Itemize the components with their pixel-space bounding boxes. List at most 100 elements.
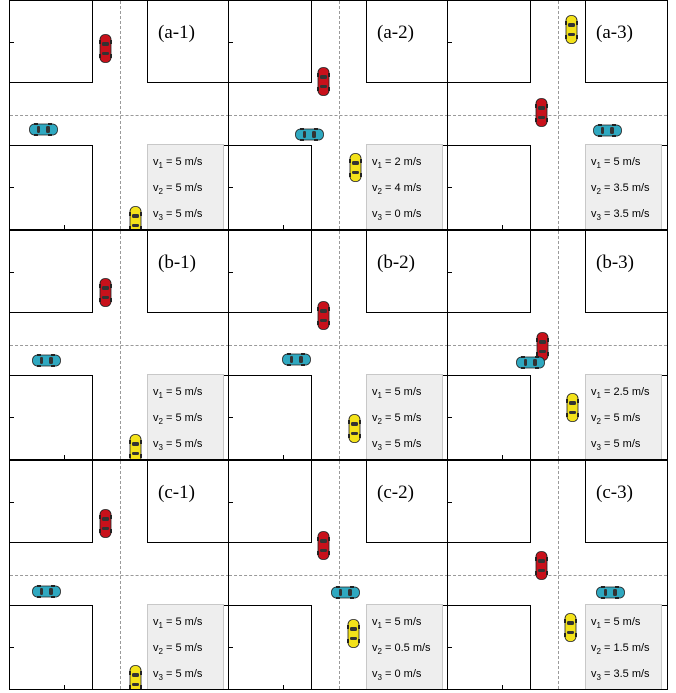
speed-value: = 0.5 m/s <box>382 642 431 654</box>
panel-label: (b-2) <box>375 252 417 274</box>
speed-entry: v2 = 4 m/s <box>372 175 442 201</box>
speed-entry: v3 = 5 m/s <box>153 431 223 457</box>
speed-legend: v1 = 2 m/sv2 = 4 m/sv3 = 0 m/s <box>366 144 443 229</box>
axis-tick <box>64 685 65 689</box>
building-block <box>229 231 312 313</box>
panel-label: (c-3) <box>594 482 635 504</box>
speed-entry: v1 = 5 m/s <box>591 149 661 175</box>
building-block <box>229 605 312 689</box>
red-car <box>99 278 112 307</box>
speed-entry: v1 = 2 m/s <box>372 149 442 175</box>
yellow-car <box>566 393 579 422</box>
lane-centerline-horizontal <box>229 115 448 116</box>
building-block <box>229 1 312 83</box>
axis-tick <box>229 502 233 503</box>
speed-entry: v1 = 5 m/s <box>153 379 223 405</box>
axis-tick <box>229 647 233 648</box>
building-block <box>448 461 531 543</box>
building-block <box>448 605 531 689</box>
red-car <box>99 509 112 538</box>
cyan-car <box>32 354 61 367</box>
axis-tick <box>229 417 233 418</box>
speed-value: = 5 m/s <box>382 616 421 628</box>
axis-tick <box>502 455 503 459</box>
red-car <box>317 531 330 560</box>
scenario-panel: (b-3)v1 = 2.5 m/sv2 = 5 m/sv3 = 5 m/s <box>448 231 667 459</box>
lane-centerline-horizontal <box>448 345 667 346</box>
yellow-car <box>565 15 578 44</box>
speed-entry: v2 = 5 m/s <box>153 405 223 431</box>
axis-tick <box>448 647 452 648</box>
building-block <box>448 1 531 83</box>
axis-tick <box>283 455 284 459</box>
yellow-car <box>564 613 577 642</box>
speed-entry: v3 = 5 m/s <box>153 661 223 687</box>
axis-tick <box>283 225 284 229</box>
axis-tick <box>448 187 452 188</box>
cyan-car <box>593 124 622 137</box>
axis-tick <box>64 225 65 229</box>
axis-tick <box>502 685 503 689</box>
speed-entry: v3 = 5 m/s <box>591 431 661 457</box>
building-block <box>10 231 93 313</box>
axis-tick <box>229 42 233 43</box>
speed-entry: v2 = 1.5 m/s <box>591 635 661 661</box>
speed-entry: v3 = 0 m/s <box>372 201 442 227</box>
speed-value: = 5 m/s <box>163 668 202 680</box>
cyan-car <box>596 586 625 599</box>
axis-tick <box>64 455 65 459</box>
building-block <box>229 145 312 229</box>
building-block <box>10 461 93 543</box>
red-car <box>535 551 548 580</box>
building-block <box>448 231 531 313</box>
speed-entry: v2 = 0.5 m/s <box>372 635 442 661</box>
speed-entry: v1 = 5 m/s <box>153 149 223 175</box>
axis-tick <box>448 502 452 503</box>
axis-tick <box>10 502 14 503</box>
speed-value: = 5 m/s <box>382 438 421 450</box>
speed-value: = 5 m/s <box>601 616 640 628</box>
yellow-car <box>129 206 142 230</box>
speed-entry: v2 = 5 m/s <box>372 405 442 431</box>
lane-centerline-horizontal <box>10 345 229 346</box>
lane-centerline-horizontal <box>229 345 448 346</box>
building-block <box>10 1 93 83</box>
speed-legend: v1 = 5 m/sv2 = 5 m/sv3 = 5 m/s <box>366 374 443 459</box>
speed-entry: v2 = 3.5 m/s <box>591 175 661 201</box>
red-car <box>535 98 548 127</box>
speed-value: = 5 m/s <box>601 412 640 424</box>
axis-tick <box>283 685 284 689</box>
speed-entry: v2 = 5 m/s <box>153 635 223 661</box>
cyan-car <box>29 123 58 136</box>
yellow-car <box>129 434 142 460</box>
panel-label: (c-1) <box>156 482 197 504</box>
speed-entry: v1 = 2.5 m/s <box>591 379 661 405</box>
axis-tick <box>448 417 452 418</box>
cyan-car <box>282 353 311 366</box>
building-block <box>10 145 93 229</box>
panel-label: (a-2) <box>375 22 416 44</box>
speed-value: = 5 m/s <box>163 182 202 194</box>
speed-entry: v1 = 5 m/s <box>372 379 442 405</box>
axis-tick <box>10 187 14 188</box>
axis-tick <box>502 225 503 229</box>
speed-value: = 5 m/s <box>163 438 202 450</box>
lane-centerline-horizontal <box>10 575 229 576</box>
speed-entry: v2 = 5 m/s <box>591 405 661 431</box>
lane-centerline-horizontal <box>448 115 667 116</box>
speed-entry: v3 = 0 m/s <box>372 661 442 687</box>
speed-value: = 5 m/s <box>163 616 202 628</box>
axis-tick <box>448 272 452 273</box>
speed-value: = 5 m/s <box>163 156 202 168</box>
speed-entry: v1 = 5 m/s <box>591 609 661 635</box>
yellow-car <box>347 619 360 648</box>
panel-label: (b-1) <box>156 252 198 274</box>
axis-tick <box>229 187 233 188</box>
